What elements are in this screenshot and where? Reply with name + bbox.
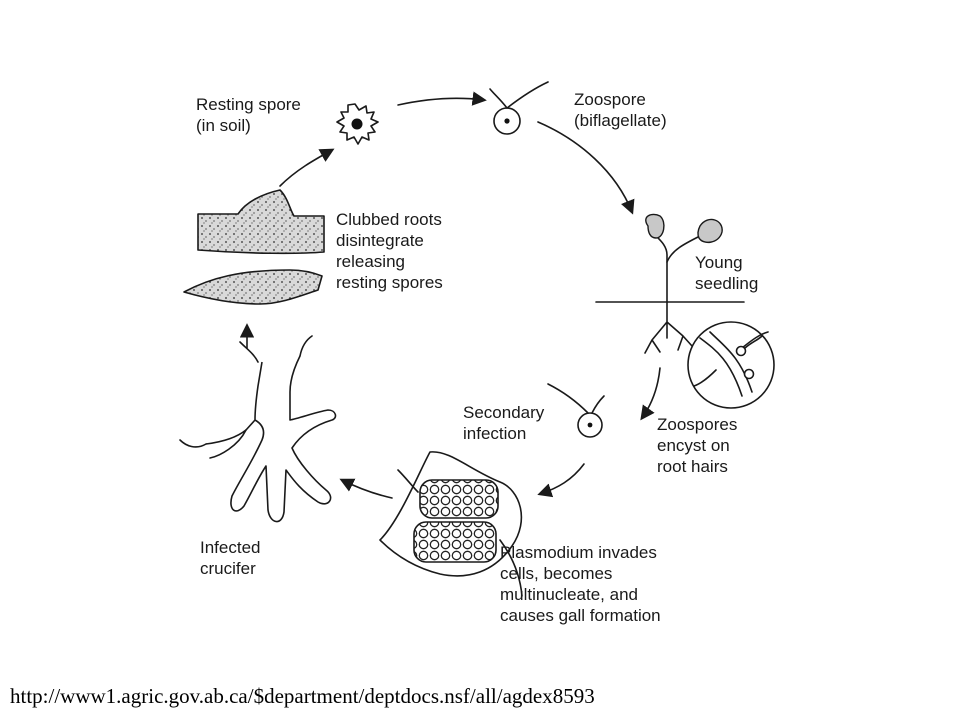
arrow-clubbed-to-spore (279, 148, 335, 187)
label-clubbed-roots: Clubbed roots disintegrate releasing res… (336, 210, 447, 292)
label-zoospore: Zoospore (biflagellate) (574, 90, 667, 130)
infected-crucifer-figure (179, 335, 337, 523)
young-seedling-figure (595, 213, 745, 354)
root-hair-inset-figure (687, 321, 775, 409)
label-resting-spore: Resting spore (in soil) (196, 95, 306, 135)
zoospore-figure (489, 81, 549, 135)
clubbed-roots-figure (183, 189, 325, 305)
arrow-to-plasmodium (537, 463, 585, 498)
label-zoospores-encyst: Zoospores encyst on root hairs (657, 415, 742, 476)
arrow-seedling-to-encyst (640, 367, 661, 421)
arrow-plasmodium-to-crucifer (339, 478, 393, 499)
secondary-zoospore-figure (547, 383, 605, 438)
arrow-spore-to-zoospore (397, 91, 487, 106)
cycle-arrows (239, 91, 661, 499)
label-infected-crucifer: Infected crucifer (200, 538, 265, 578)
source-url[interactable]: http://www1.agric.gov.ab.ca/$department/… (10, 684, 595, 708)
label-plasmodium: Plasmodium invades cells, becomes multin… (500, 543, 662, 625)
label-secondary-infection: Secondary infection (463, 403, 549, 443)
plasmodium-gall-figure (379, 451, 523, 597)
resting-spore-figure (336, 103, 379, 145)
arrow-zoospore-to-seedling (537, 121, 635, 215)
label-young-seedling: Young seedling (695, 253, 758, 293)
